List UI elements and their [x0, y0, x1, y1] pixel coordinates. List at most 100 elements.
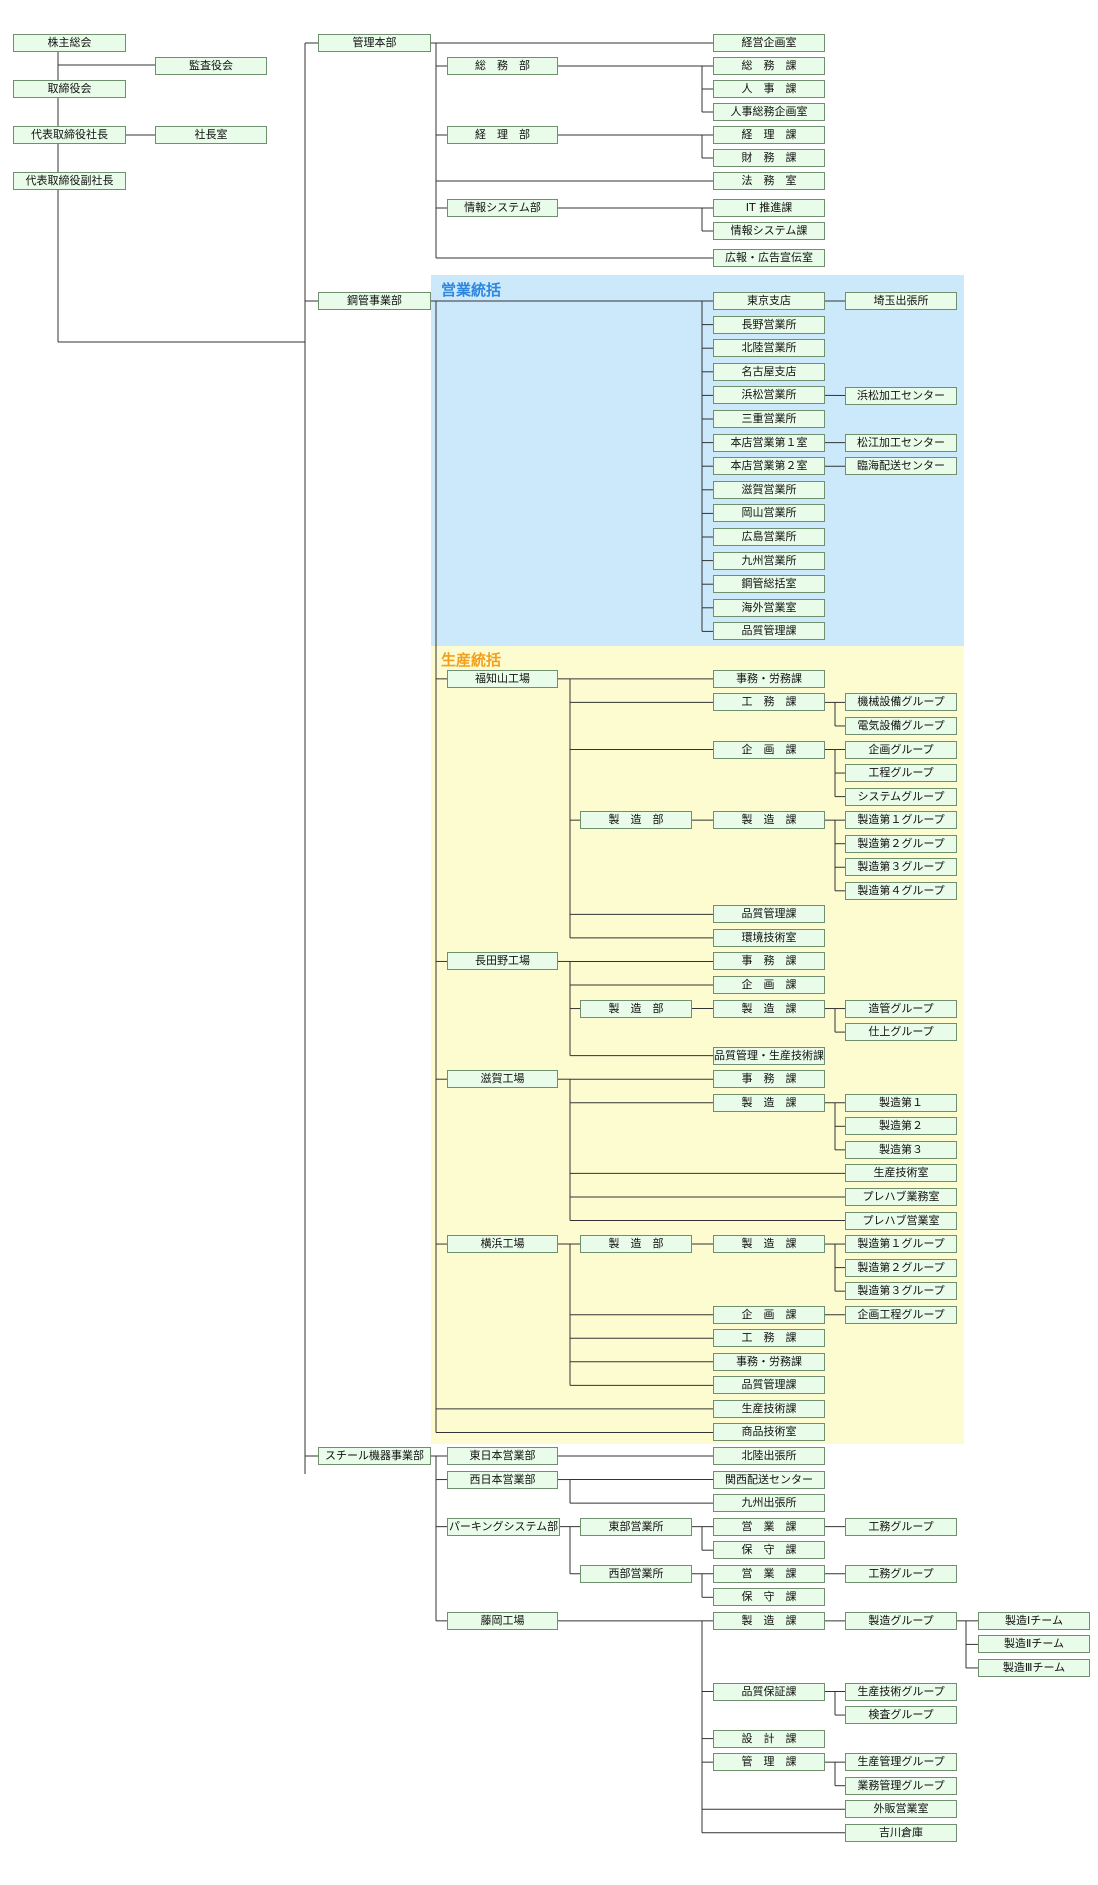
unit-fujioka: 藤岡工場 [447, 1611, 558, 1630]
unit-f-env: 環境技術室 [713, 928, 825, 947]
unit-y-mfg1: 製造第１グループ [845, 1235, 957, 1254]
unit-w-sales: 営 業 課 [713, 1564, 825, 1583]
unit-y-mfg-sec: 製 造 課 [713, 1235, 825, 1254]
unit-board: 取締役会 [13, 80, 126, 98]
unit-s-mfg1: 製造第１ [845, 1093, 957, 1112]
unit-it-sec: 情報システム課 [713, 222, 825, 240]
unit-yokohama: 横浜工場 [447, 1235, 558, 1254]
unit-finance-sec: 財 務 課 [713, 149, 825, 167]
unit-hamamatsu-center: 浜松加工センター [845, 386, 957, 405]
unit-fj-ext-sales: 外販営業室 [845, 1800, 957, 1819]
unit-fukuchiyama: 福知山工場 [447, 669, 558, 688]
unit-accounting-sec: 経 理 課 [713, 126, 825, 144]
unit-n-mfg-dept: 製 造 部 [580, 999, 692, 1018]
unit-s-tech: 生産技術室 [845, 1164, 957, 1183]
unit-f-plan: 企 画 課 [713, 740, 825, 759]
unit-f-eng: 工 務 課 [713, 693, 825, 712]
unit-f-mfg1: 製造第１グループ [845, 811, 957, 830]
unit-y-mfg-dept: 製 造 部 [580, 1235, 692, 1254]
unit-shiga-plant: 滋賀工場 [447, 1070, 558, 1089]
unit-n-finish-g: 仕上グループ [845, 1023, 957, 1042]
unit-f-process-g: 工程グループ [845, 764, 957, 783]
unit-fj-team1: 製造Ⅰチーム [978, 1611, 1090, 1630]
unit-corp-planning: 経営企画室 [713, 34, 825, 52]
unit-y-mfg3: 製造第３グループ [845, 1282, 957, 1301]
unit-steel-equip-div: スチール機器事業部 [318, 1447, 431, 1465]
unit-e-sales: 営 業 課 [713, 1517, 825, 1536]
unit-kyushu-office: 九州出張所 [713, 1494, 825, 1513]
unit-s-mfg3: 製造第３ [845, 1140, 957, 1159]
unit-mie: 三重営業所 [713, 410, 825, 428]
unit-n-qc: 品質管理・生産技術課 [713, 1046, 825, 1065]
unit-y-qc: 品質管理課 [713, 1376, 825, 1395]
unit-honten1: 本店営業第１室 [713, 433, 825, 452]
unit-y-plan: 企 画 課 [713, 1305, 825, 1324]
unit-f-admin: 事務・労務課 [713, 669, 825, 688]
unit-hr-sec: 人 事 課 [713, 80, 825, 98]
unit-pr: 広報・広告宣伝室 [713, 249, 825, 267]
unit-f-system-g: システムグループ [845, 787, 957, 806]
unit-saitama: 埼玉出張所 [845, 292, 957, 310]
unit-it-promo: IT 推進課 [713, 199, 825, 217]
unit-kyushu-sales: 九州営業所 [713, 551, 825, 570]
unit-east-japan: 東日本営業部 [447, 1447, 558, 1465]
unit-fj-team3: 製造Ⅲチーム [978, 1658, 1090, 1677]
unit-auditors: 監査役会 [155, 57, 267, 75]
unit-hiroshima: 広島営業所 [713, 528, 825, 546]
unit-it-dept: 情報システム部 [447, 199, 558, 217]
unit-tokyo: 東京支店 [713, 292, 825, 310]
unit-hamamatsu: 浜松営業所 [713, 386, 825, 405]
unit-f-mech: 機械設備グループ [845, 693, 957, 712]
unit-fj-yoshikawa: 吉川倉庫 [845, 1823, 957, 1842]
unit-fj-mgmt: 管 理 課 [713, 1753, 825, 1772]
unit-legal: 法 務 室 [713, 172, 825, 190]
unit-president: 代表取締役社長 [13, 126, 126, 144]
unit-rinkai-center: 臨海配送センター [845, 457, 957, 476]
unit-s-mfg2: 製造第２ [845, 1117, 957, 1136]
sales-region-label: 営業統括 [441, 281, 502, 299]
unit-fj-qa: 品質保証課 [713, 1682, 825, 1701]
unit-f-mfg3: 製造第３グループ [845, 858, 957, 877]
production-region-label: 生産統括 [441, 651, 502, 669]
unit-s-prefab-sales: プレハブ営業室 [845, 1211, 957, 1230]
unit-matsue-center: 松江加工センター [845, 433, 957, 452]
unit-fj-design: 設 計 課 [713, 1729, 825, 1748]
unit-nagatano: 長田野工場 [447, 952, 558, 971]
unit-okayama: 岡山営業所 [713, 504, 825, 523]
unit-vice-president: 代表取締役副社長 [13, 172, 126, 190]
unit-y-eng: 工 務 課 [713, 1329, 825, 1348]
unit-n-mfg-sec: 製 造 課 [713, 999, 825, 1018]
unit-fj-team2: 製造Ⅱチーム [978, 1635, 1090, 1654]
unit-f-mfg-dept: 製 造 部 [580, 811, 692, 830]
unit-president-office: 社長室 [155, 126, 267, 144]
unit-n-pipe-g: 造管グループ [845, 999, 957, 1018]
unit-parking: パーキングシステム部 [447, 1517, 560, 1536]
unit-hokuriku-sales: 北陸営業所 [713, 339, 825, 358]
unit-f-plan-g: 企画グループ [845, 740, 957, 759]
unit-nagano: 長野営業所 [713, 315, 825, 334]
unit-f-mfg4: 製造第４グループ [845, 881, 957, 900]
unit-fj-biz-mgmt-g: 業務管理グループ [845, 1776, 957, 1795]
unit-y-admin: 事務・労務課 [713, 1352, 825, 1371]
unit-west-japan: 西日本営業部 [447, 1470, 558, 1489]
unit-s-prefab-biz: プレハブ業務室 [845, 1187, 957, 1206]
unit-qc-sales: 品質管理課 [713, 622, 825, 641]
unit-kansai-center: 関西配送センター [713, 1470, 825, 1489]
unit-product-tech: 商品技術室 [713, 1423, 825, 1442]
unit-honten2: 本店営業第２室 [713, 457, 825, 476]
unit-overseas: 海外営業室 [713, 598, 825, 617]
unit-w-works-g: 工務グループ [845, 1564, 957, 1583]
unit-f-elec: 電気設備グループ [845, 716, 957, 735]
unit-s-admin: 事 務 課 [713, 1070, 825, 1089]
unit-y-mfg2: 製造第２グループ [845, 1258, 957, 1277]
unit-fj-mfg-sec: 製 造 課 [713, 1611, 825, 1630]
unit-f-qc: 品質管理課 [713, 905, 825, 924]
unit-w-maint: 保 守 課 [713, 1588, 825, 1607]
unit-shiga-sales: 滋賀営業所 [713, 480, 825, 499]
unit-n-plan: 企 画 課 [713, 976, 825, 994]
unit-admin-hq: 管理本部 [318, 34, 431, 52]
unit-f-mfg-sec: 製 造 課 [713, 811, 825, 830]
unit-f-mfg2: 製造第２グループ [845, 834, 957, 853]
